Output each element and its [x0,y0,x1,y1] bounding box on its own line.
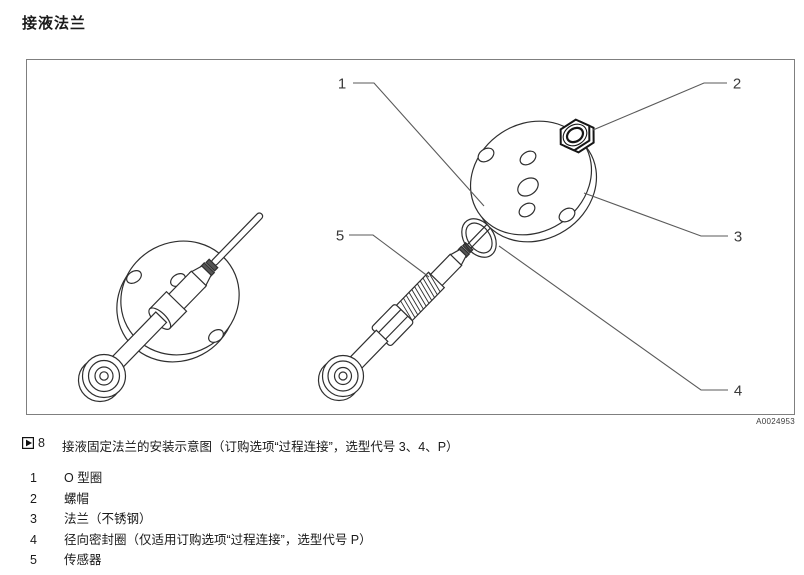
legend-item-label: 螺帽 [64,491,90,506]
left-tip-ring [99,371,109,381]
image-code: A0024953 [756,417,795,426]
figure-caption: 8 接液固定法兰的安装示意图（订购选项“过程连接”，选型代号 3、4、P） [22,436,459,455]
sensor-probe [317,214,501,402]
callout-3: 3 [734,229,742,246]
legend-item: 3 法兰（不锈钢） [30,509,372,530]
legend-item: 1 O 型圈 [30,468,372,489]
bolt-hole [518,202,536,218]
hex-nut [559,118,595,154]
bolt-hole [477,147,495,163]
callout-1: 1 [338,76,346,93]
left-tip-ring [87,359,121,393]
leader-1 [353,82,485,207]
legend-item-number: 3 [30,512,37,526]
bolt-hole [558,207,576,223]
left-bolt-hole [208,329,224,343]
sensor-tip-face [321,354,365,398]
page-title: 接液法兰 [22,15,87,32]
legend-item-label: O 型圈 [64,471,103,485]
callout-4: 4 [734,383,742,400]
legend-item-number: 2 [30,491,37,506]
leader-5 [349,234,430,278]
leader-lines [349,82,728,391]
sensor-tip-ring [333,366,353,386]
flange-assembly-diagram: 1 2 3 4 5 [77,76,742,403]
left-top-rod [211,212,264,266]
assembled-flange-unit [77,212,264,403]
figure-number: 8 [38,436,45,450]
leader-2 [592,82,727,131]
sensor-tip-ring [327,360,359,392]
figure-legend: 1 O 型圈 2 螺帽 3 法兰（不锈钢） 4 径向密封圈（仅适用订购选项“过程… [30,468,372,571]
legend-item: 4 径向密封圈（仅适用订购选项“过程连接”，选型代号 P） [30,530,372,551]
leader-4 [498,245,728,391]
sensor-tip-ring [338,371,348,381]
legend-item: 2 螺帽 [30,489,372,510]
legend-item-label: 传感器 [64,553,102,567]
callout-5: 5 [336,228,344,245]
left-tip-ring [94,366,114,386]
bolt-hole [519,150,537,166]
figure-caption-text: 接液固定法兰的安装示意图（订购选项“过程连接”，选型代号 3、4、P） [62,440,459,454]
legend-item-number: 1 [30,471,37,485]
leader-3 [583,192,728,237]
left-collar [205,258,219,272]
legend-item-label: 径向密封圈（仅适用订购选项“过程连接”，选型代号 P） [64,532,372,547]
legend-item-number: 4 [30,532,37,547]
left-bolt-hole [126,270,142,284]
figure-frame: 1 2 3 4 5 [26,59,795,415]
legend-item-label: 法兰（不锈钢） [64,512,152,526]
callout-2: 2 [733,76,741,93]
center-hole [517,177,539,197]
flange-disc [469,120,598,243]
legend-item: 5 传感器 [30,550,372,571]
legend-item-number: 5 [30,553,37,567]
figure-icon [22,437,34,449]
